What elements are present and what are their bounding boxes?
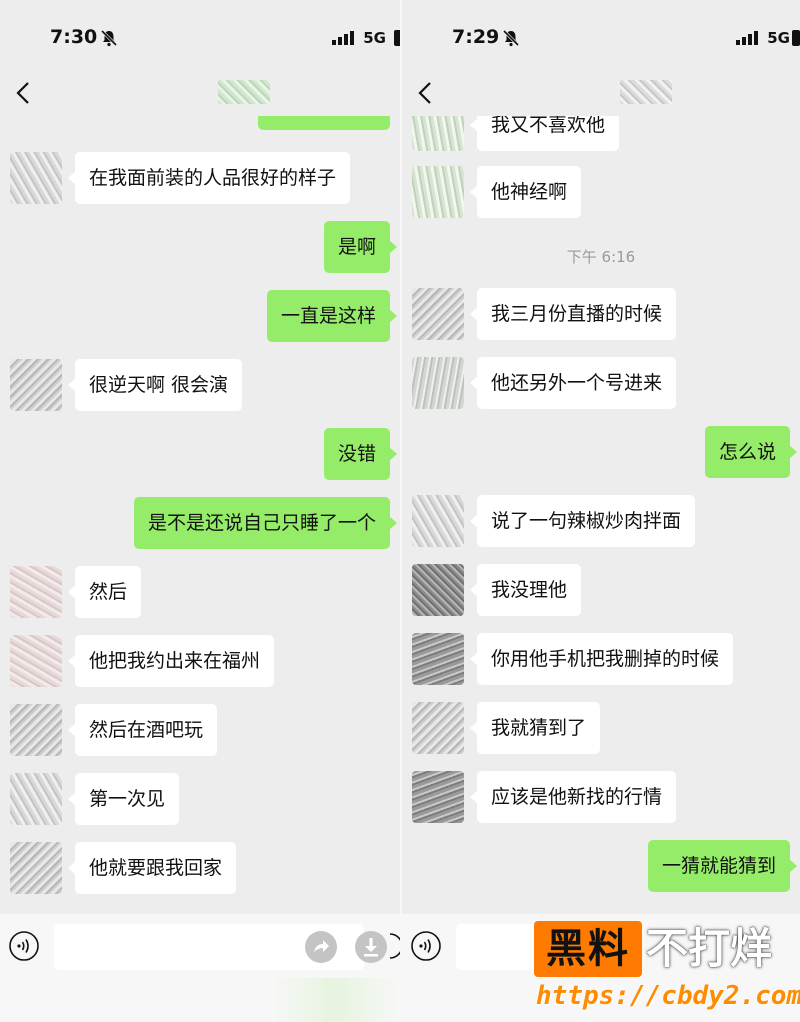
avatar[interactable]: [412, 357, 464, 409]
message-received: 他就要跟我回家: [0, 842, 400, 894]
timestamp: 下午 6:16: [566, 248, 636, 266]
message-sent: 是不是还说自己只睡了一个: [0, 497, 400, 549]
avatar[interactable]: [10, 635, 62, 687]
message-received: 他还另外一个号进来: [402, 357, 800, 409]
message-bubble[interactable]: 然后在酒吧玩: [67, 704, 218, 756]
sent-bubble-partial: [258, 116, 390, 130]
status-bar: 7:29 5G: [402, 0, 800, 70]
message-bubble[interactable]: 怎么说: [704, 426, 798, 478]
message-sent: 是啊: [0, 221, 400, 273]
message-bubble[interactable]: 我三月份直播的时候: [469, 288, 677, 340]
message-bubble[interactable]: 他神经啊: [469, 166, 582, 218]
message-bubble[interactable]: 他还另外一个号进来: [469, 357, 677, 409]
battery-icon: [394, 30, 400, 46]
message-bubble[interactable]: 我就猜到了: [469, 702, 601, 754]
message-received: 应该是他新找的行情: [402, 771, 800, 823]
avatar[interactable]: [412, 702, 464, 754]
status-bar: 7:30 5G: [0, 0, 400, 70]
voice-icon[interactable]: [8, 930, 40, 962]
message-received: 第一次见: [0, 773, 400, 825]
avatar[interactable]: [412, 166, 464, 218]
message-bubble[interactable]: 在我面前装的人品很好的样子: [67, 152, 351, 204]
message-bubble[interactable]: 我又不喜欢他: [469, 116, 620, 151]
avatar[interactable]: [10, 359, 62, 411]
avatar[interactable]: [412, 288, 464, 340]
message-bubble[interactable]: 没错: [323, 428, 398, 480]
avatar[interactable]: [10, 773, 62, 825]
watermark-badge: 黑料: [534, 921, 642, 977]
avatar[interactable]: [10, 152, 62, 204]
message-sent: 一猜就能猜到: [402, 840, 800, 892]
message-list[interactable]: 在我面前装的人品很好的样子 是啊 一直是这样 很逆天啊 很会演 没错 是不是还说…: [0, 116, 400, 914]
message-received: 我三月份直播的时候: [402, 288, 800, 340]
share-icon[interactable]: [304, 930, 338, 964]
watermark-url: https://cbdy2.com: [536, 981, 800, 1011]
message-bubble[interactable]: 我没理他: [469, 564, 582, 616]
back-icon[interactable]: [14, 80, 34, 106]
nav-bar: [402, 70, 800, 116]
site-watermark: 黑料 不打烊 https://cbdy2.com: [534, 921, 800, 1022]
panel-divider: [400, 0, 402, 1022]
message-sent: 没错: [0, 428, 400, 480]
message-list[interactable]: 我又不喜欢他 他神经啊 下午 6:16 我三月份直播的时候 他还另外一个号进来 …: [402, 116, 800, 914]
message-sent: 一直是这样: [0, 290, 400, 342]
blurred-region: [270, 978, 400, 1022]
chat-screen-right: 7:29 5G 我又不喜欢他 他神经啊 下午 6:16: [402, 0, 800, 1022]
network-label: 5G: [767, 29, 790, 47]
signal-icon: [736, 31, 758, 45]
message-bubble[interactable]: 是不是还说自己只睡了一个: [133, 497, 398, 549]
avatar[interactable]: [10, 842, 62, 894]
message-received: 然后在酒吧玩: [0, 704, 400, 756]
avatar[interactable]: [412, 564, 464, 616]
message-received: 我就猜到了: [402, 702, 800, 754]
voice-icon[interactable]: [410, 930, 442, 962]
message-received: 在我面前装的人品很好的样子: [0, 152, 400, 204]
status-time: 7:29: [452, 26, 500, 48]
input-bar: [0, 914, 400, 1022]
avatar[interactable]: [412, 116, 464, 151]
message-bubble[interactable]: 是啊: [323, 221, 398, 273]
battery-icon: [792, 30, 800, 46]
message-bubble[interactable]: 你用他手机把我删掉的时候: [469, 633, 734, 685]
avatar[interactable]: [10, 566, 62, 618]
message-bubble[interactable]: 他就要跟我回家: [67, 842, 237, 894]
message-received: 他神经啊: [402, 166, 800, 218]
avatar[interactable]: [10, 704, 62, 756]
emoji-icon[interactable]: [384, 930, 400, 962]
message-bubble[interactable]: 一猜就能猜到: [647, 840, 798, 892]
message-bubble[interactable]: 说了一句辣椒炒肉拌面: [469, 495, 696, 547]
download-icon[interactable]: [354, 930, 388, 964]
nav-bar: [0, 70, 400, 116]
message-received: 我没理他: [402, 564, 800, 616]
back-icon[interactable]: [416, 80, 436, 106]
message-bubble[interactable]: 一直是这样: [266, 290, 398, 342]
message-received: 然后: [0, 566, 400, 618]
message-bubble[interactable]: 第一次见: [67, 773, 180, 825]
avatar[interactable]: [412, 495, 464, 547]
message-received: 很逆天啊 很会演: [0, 359, 400, 411]
status-time: 7:30: [50, 26, 98, 48]
chat-screen-left: 7:30 5G 在我面前装的人品很好的样子 是啊: [0, 0, 400, 1022]
message-bubble[interactable]: 应该是他新找的行情: [469, 771, 677, 823]
message-bubble[interactable]: 他把我约出来在福州: [67, 635, 275, 687]
message-received: 说了一句辣椒炒肉拌面: [402, 495, 800, 547]
network-label: 5G: [363, 29, 386, 47]
signal-icon: [332, 31, 354, 45]
avatar[interactable]: [412, 771, 464, 823]
chat-title-pixelated: [218, 80, 270, 104]
message-sent: 怎么说: [402, 426, 800, 478]
bell-off-icon: [100, 29, 118, 47]
watermark-slogan: 不打烊: [646, 924, 773, 973]
avatar[interactable]: [412, 633, 464, 685]
message-received: 你用他手机把我删掉的时候: [402, 633, 800, 685]
chat-title-pixelated: [620, 80, 672, 104]
message-received: 他把我约出来在福州: [0, 635, 400, 687]
bell-off-icon: [502, 29, 520, 47]
message-bubble[interactable]: 然后: [67, 566, 142, 618]
message-bubble[interactable]: 很逆天啊 很会演: [67, 359, 243, 411]
message-received: 我又不喜欢他: [402, 116, 800, 151]
